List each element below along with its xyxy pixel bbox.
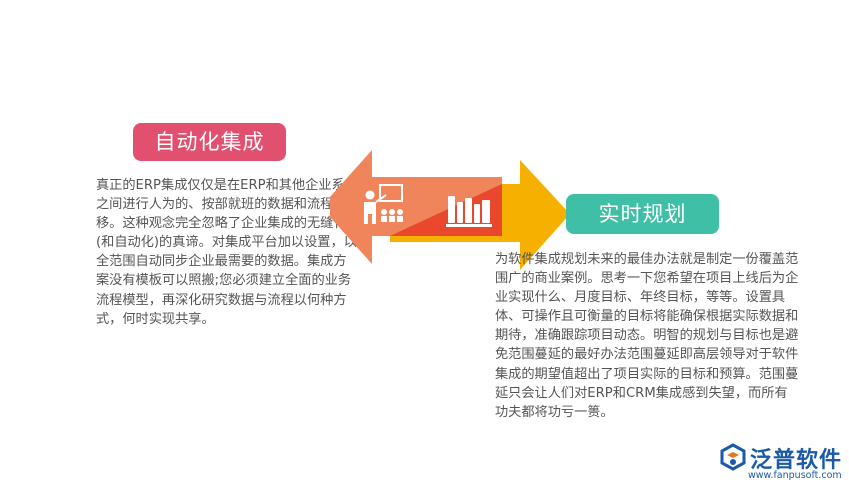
left-description: 真正的ERP集成仅仅是在ERP和其他企业系统之间进行人为的、按部就班的数据和流程… — [96, 178, 358, 327]
brand-logo: 泛普软件 www.fanpusoft.com — [718, 442, 843, 487]
bookshelf-icon — [446, 196, 492, 227]
left-title-badge: 自动化集成 — [133, 123, 286, 161]
bidirectional-arrows — [330, 150, 570, 270]
brand-url: www.fanpusoft.com — [748, 470, 842, 481]
brand-mark-icon — [720, 443, 746, 471]
brand-name: 泛普软件 — [750, 448, 843, 473]
right-title-badge: 实时规划 — [566, 194, 719, 234]
right-description: 为软件集成规划未来的最佳办法就是制定一份覆盖范围广的商业案例。思考一下您希望在项… — [495, 252, 799, 420]
teacher-presentation-icon — [364, 184, 403, 224]
